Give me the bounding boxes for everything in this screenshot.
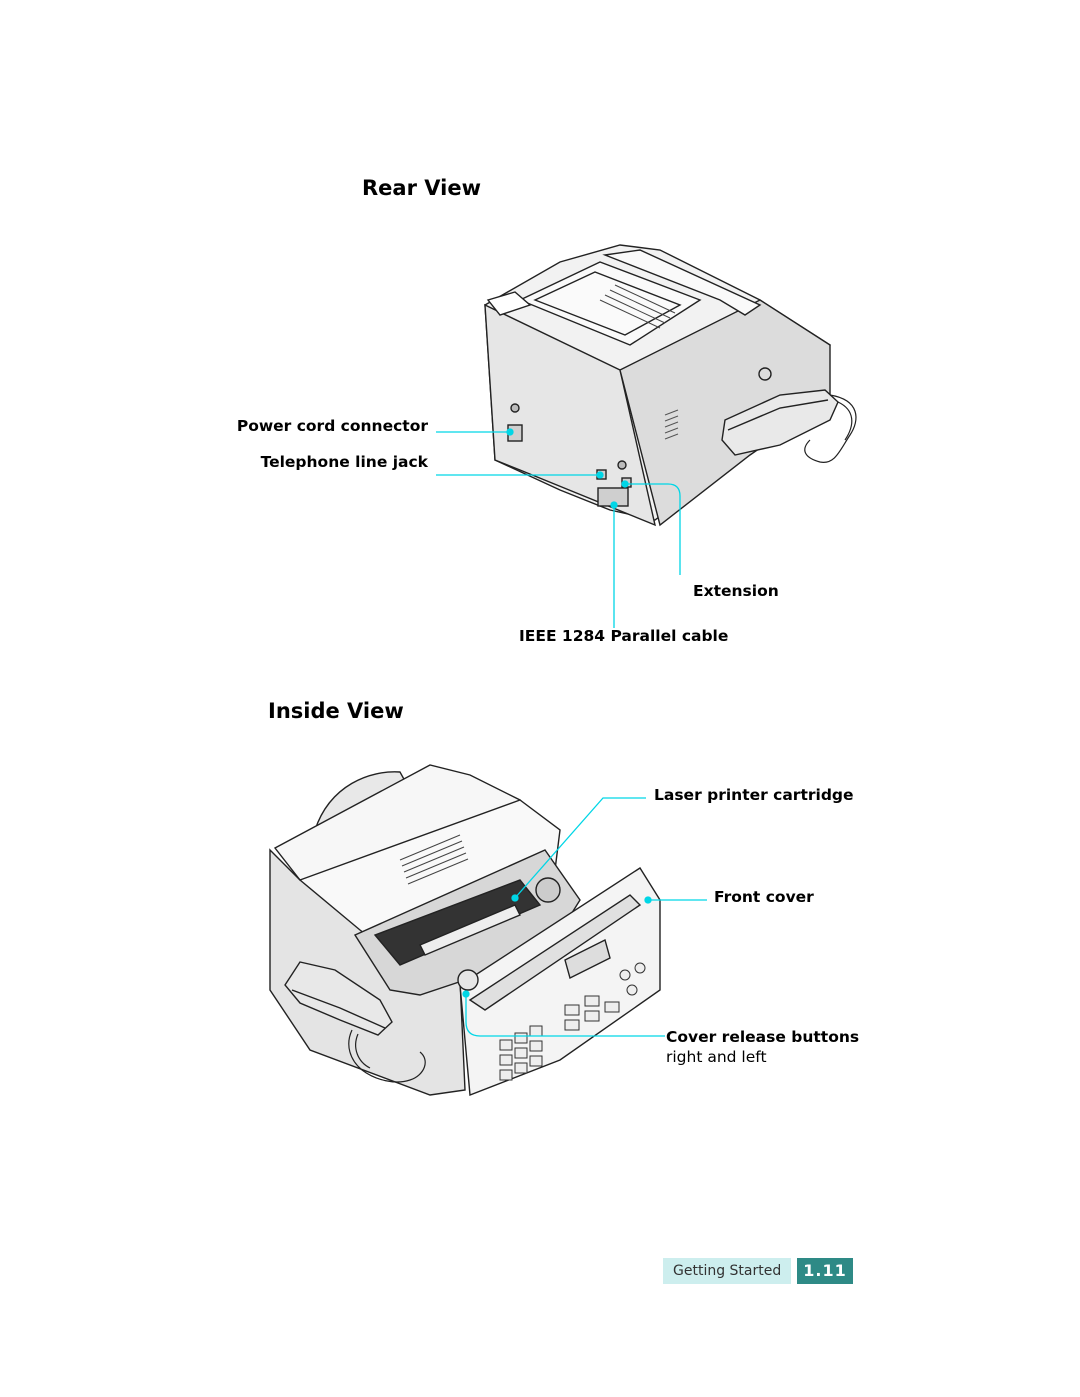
page-footer: Getting Started 1.11 bbox=[663, 1258, 853, 1284]
label-extension: Extension bbox=[693, 582, 779, 600]
label-cover-release-buttons: Cover release buttons bbox=[666, 1028, 860, 1046]
rear-view-machine-illustration bbox=[484, 244, 857, 527]
rear-view-callout-lines bbox=[436, 428, 681, 628]
label-cover-release-buttons-sub: right and left bbox=[666, 1048, 767, 1066]
inside-view-machine-illustration bbox=[269, 764, 661, 1096]
footer-section-name: Getting Started bbox=[663, 1258, 792, 1284]
rear-view-title: Rear View bbox=[362, 176, 481, 200]
label-front-cover: Front cover bbox=[714, 888, 814, 906]
inside-view-title: Inside View bbox=[268, 699, 404, 723]
label-ieee-parallel-cable: IEEE 1284 Parallel cable bbox=[519, 627, 729, 645]
label-telephone-line-jack: Telephone line jack bbox=[260, 453, 428, 471]
footer-page-number: 1.11 bbox=[797, 1258, 853, 1284]
label-power-cord-connector: Power cord connector bbox=[236, 417, 428, 435]
inside-view-callout-lines bbox=[462, 797, 707, 1037]
label-laser-printer-cartridge: Laser printer cartridge bbox=[654, 786, 854, 804]
